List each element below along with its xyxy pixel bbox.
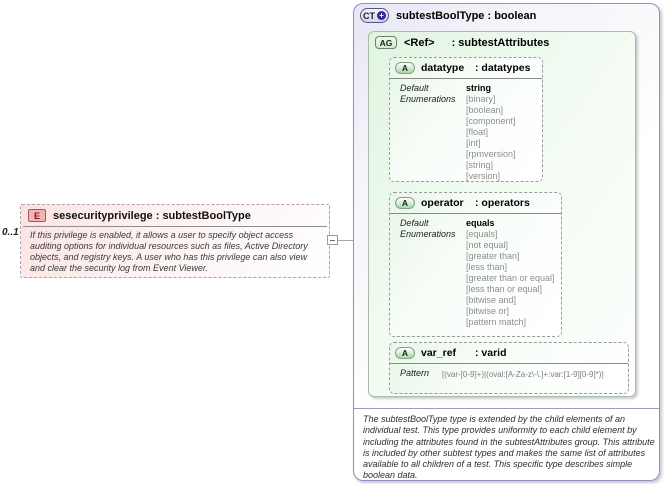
enumeration-value: [equals] — [466, 229, 498, 239]
element-title: sesecurityprivilege : subtestBoolType — [53, 209, 251, 222]
enumeration-list: [equals][not equal][greater than][less t… — [466, 229, 555, 328]
attribute-group-type: : subtestAttributes — [451, 36, 550, 49]
attribute-header: A datatype : datatypes — [390, 58, 542, 79]
element-box[interactable]: E sesecurityprivilege : subtestBoolType … — [20, 204, 330, 278]
enumeration-value: [float] — [466, 127, 489, 137]
attribute-facets: Pattern [(var-[0-9]+)|(oval:[A-Za-z\-\.]… — [390, 364, 628, 380]
enumeration-value: [binary] — [466, 94, 496, 104]
facet-label-default: Default — [400, 218, 429, 228]
attribute-group-ref: <Ref> — [404, 36, 435, 49]
attribute-facets: Default equals Enumerations [equals][not… — [390, 214, 561, 328]
attribute-badge-icon: A — [395, 197, 415, 209]
complextype-badge-icon[interactable]: CT + — [360, 8, 389, 23]
attribute-name: operator — [421, 197, 464, 209]
attribute-name: var_ref — [421, 347, 457, 359]
facet-label-pattern: Pattern — [400, 368, 430, 378]
facet-label-enumerations: Enumerations — [400, 94, 456, 104]
enumeration-value: [greater than or equal] — [466, 273, 555, 283]
enumeration-value: [boolean] — [466, 105, 504, 115]
enumeration-value: [string] — [466, 160, 494, 170]
cardinality-label: 0..1 — [2, 227, 19, 238]
complextype-header: CT + subtestBoolType : boolean — [360, 8, 536, 23]
enumeration-value: [component] — [466, 116, 516, 126]
minus-icon — [330, 239, 335, 241]
collapse-handle[interactable] — [327, 235, 338, 245]
complextype-badge-label: CT — [363, 10, 375, 21]
facet-pattern-value: [(var-[0-9]+)|(oval:[A-Za-z\-\.]+:var:[1… — [442, 370, 604, 379]
attribute-box-var-ref[interactable]: A var_ref : varid Pattern [(var-[0-9]+)|… — [389, 342, 629, 394]
element-badge-icon: E — [28, 209, 46, 222]
attribute-type: : datatypes — [475, 62, 531, 74]
attribute-header: A operator : operators — [390, 193, 561, 214]
enumeration-value: [less than or equal] — [466, 284, 543, 294]
enumeration-list: [binary][boolean][component][float][int]… — [466, 94, 516, 182]
element-description: If this privilege is enabled, it allows … — [30, 230, 308, 273]
connector-line — [331, 240, 353, 241]
attribute-group-box[interactable]: AG <Ref> : subtestAttributes A datatype … — [368, 31, 636, 397]
attribute-type: : operators — [475, 197, 530, 209]
complextype-title: subtestBoolType : boolean — [396, 9, 537, 22]
enumeration-value: [rpmversion] — [466, 149, 516, 159]
attribute-box-operator[interactable]: A operator : operators Default equals En… — [389, 192, 562, 337]
documentation-separator — [354, 408, 659, 409]
type-documentation: The subtestBoolType type is extended by … — [363, 414, 655, 481]
attribute-group-header: AG <Ref> : subtestAttributes — [375, 36, 549, 49]
enumeration-value: [int] — [466, 138, 481, 148]
facet-default-value: equals — [466, 218, 495, 228]
attribute-facets: Default string Enumerations [binary][boo… — [390, 79, 542, 182]
attribute-group-badge-icon: AG — [375, 36, 397, 49]
enumeration-value: [bitwise or] — [466, 306, 510, 316]
attribute-box-datatype[interactable]: A datatype : datatypes Default string En… — [389, 57, 543, 182]
complextype-panel: CT + subtestBoolType : boolean AG <Ref> … — [353, 3, 660, 481]
enumeration-value: [bitwise and] — [466, 295, 517, 305]
enumeration-value: [not equal] — [466, 240, 509, 250]
enumeration-value: [greater than] — [466, 251, 520, 261]
facet-label-enumerations: Enumerations — [400, 229, 456, 239]
facet-label-default: Default — [400, 83, 429, 93]
attribute-badge-icon: A — [395, 62, 415, 74]
enumeration-value: [pattern match] — [466, 317, 527, 327]
enumeration-value: [less than] — [466, 262, 508, 272]
enumeration-value: [version] — [466, 171, 501, 181]
attribute-header: A var_ref : varid — [390, 343, 628, 364]
plus-icon: + — [377, 11, 386, 20]
attribute-name: datatype — [421, 62, 465, 74]
element-header: E sesecurityprivilege : subtestBoolType — [21, 205, 329, 225]
element-separator — [23, 226, 327, 227]
facet-default-value: string — [466, 83, 492, 93]
attribute-badge-icon: A — [395, 347, 415, 359]
attribute-type: : varid — [475, 347, 507, 359]
